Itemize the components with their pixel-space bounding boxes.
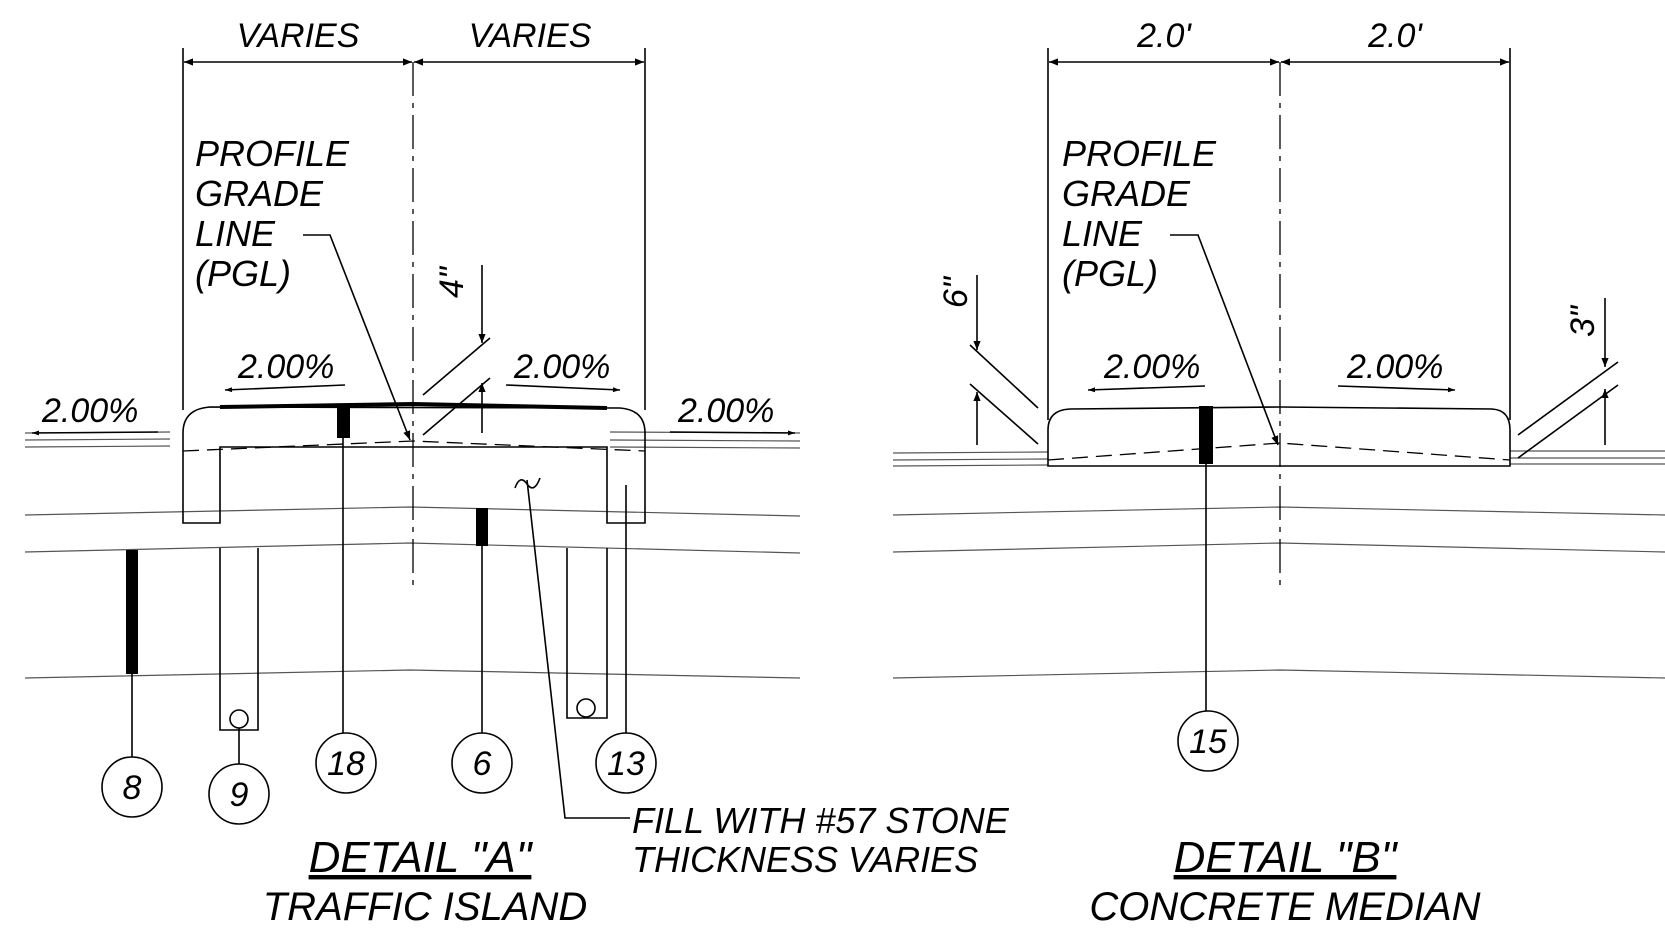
pgl-label: PROFILE GRADE LINE (PGL) xyxy=(195,133,411,441)
detail-b-title: DETAIL "B" xyxy=(1174,833,1399,882)
pgl-line-4: (PGL) xyxy=(195,253,291,294)
pgl-b-line-2: GRADE xyxy=(1062,173,1191,214)
pgl-dashed-line-b xyxy=(1047,442,1511,461)
pavement-layers xyxy=(24,431,801,679)
slope-inner-left: 2.00% xyxy=(237,348,334,386)
detail-b: 2.0' 2.0' PROFILE GRADE LINE (PGL) 6" 3" xyxy=(892,17,1665,929)
underdrain-pipe-left xyxy=(229,709,249,729)
detail-b-subtitle: CONCRETE MEDIAN xyxy=(1089,885,1480,929)
dim-left-label: VARIES xyxy=(237,17,360,55)
underdrain-trench-right xyxy=(566,548,608,719)
pgl-line-2: GRADE xyxy=(195,173,324,214)
left-height-dimension: 6" xyxy=(937,275,1039,445)
dim-left-label-b: 2.0' xyxy=(1136,17,1192,55)
detail-a: VARIES VARIES PROFILE GRADE LINE (PGL) 4… xyxy=(24,17,1010,929)
callout-18: 18 xyxy=(315,732,377,794)
dowel-bar-6 xyxy=(476,508,488,546)
dim-right-label-b: 2.0' xyxy=(1367,17,1423,55)
fill-note-line-1: FILL WITH #57 STONE xyxy=(632,800,1010,841)
leader-fill-note xyxy=(526,479,630,819)
svg-text:6: 6 xyxy=(473,745,492,783)
svg-text:9: 9 xyxy=(230,776,249,814)
curb-height-label: 4" xyxy=(433,265,471,298)
callout-13: 13 xyxy=(595,732,657,794)
slope-outer-right: 2.00% xyxy=(677,392,774,430)
svg-text:15: 15 xyxy=(1189,723,1227,761)
callout-9: 9 xyxy=(208,763,270,825)
pgl-b-line-3: LINE xyxy=(1062,213,1143,254)
slope-inner-right: 2.00% xyxy=(513,348,610,386)
dimension-width: 2.0' 2.0' xyxy=(1047,17,1511,420)
right-height-dimension: 3" xyxy=(1517,298,1619,459)
underdrain-trench-left xyxy=(219,548,259,731)
dowel-bar-18 xyxy=(337,406,350,438)
pgl-line-1: PROFILE xyxy=(195,133,350,174)
dim-right-label: VARIES xyxy=(469,17,592,55)
pgl-leader-b xyxy=(1170,234,1279,446)
svg-text:8: 8 xyxy=(123,769,142,807)
pgl-b-line-1: PROFILE xyxy=(1062,133,1217,174)
detail-a-title: DETAIL "A" xyxy=(309,833,534,882)
median-outline xyxy=(1047,406,1511,467)
fill-note-line-2: THICKNESS VARIES xyxy=(632,839,978,880)
svg-text:13: 13 xyxy=(607,745,645,783)
svg-text:18: 18 xyxy=(327,745,365,783)
slope-arrows: 2.00% 2.00% 2.00% 2.00% xyxy=(31,348,796,436)
dowel-bar-15 xyxy=(1199,406,1213,464)
underdrain-pipe-right xyxy=(576,698,596,718)
pgl-dashed-line xyxy=(182,440,646,452)
slope-b-left: 2.00% xyxy=(1103,348,1200,386)
dimension-varies: VARIES VARIES xyxy=(182,17,646,410)
pavement-layers-b xyxy=(892,450,1665,679)
callout-15: 15 xyxy=(1177,710,1239,772)
detail-a-subtitle: TRAFFIC ISLAND xyxy=(263,885,587,929)
slope-b-right: 2.00% xyxy=(1346,348,1443,386)
pgl-b-line-4: (PGL) xyxy=(1062,253,1158,294)
pgl-label-b: PROFILE GRADE LINE (PGL) xyxy=(1062,133,1279,446)
slope-outer-left: 2.00% xyxy=(41,392,138,430)
left-height-label: 6" xyxy=(937,275,975,308)
callout-8: 8 xyxy=(101,756,163,818)
callout-6: 6 xyxy=(451,732,513,794)
curb-height-dimension: 4" xyxy=(422,265,491,436)
island-outline xyxy=(182,406,646,524)
pgl-line-3: LINE xyxy=(195,213,276,254)
dowel-bar-8 xyxy=(126,550,138,674)
right-height-label: 3" xyxy=(1564,304,1602,337)
slope-arrows-b: 2.00% 2.00% xyxy=(1087,348,1456,393)
pgl-leader xyxy=(303,234,411,441)
